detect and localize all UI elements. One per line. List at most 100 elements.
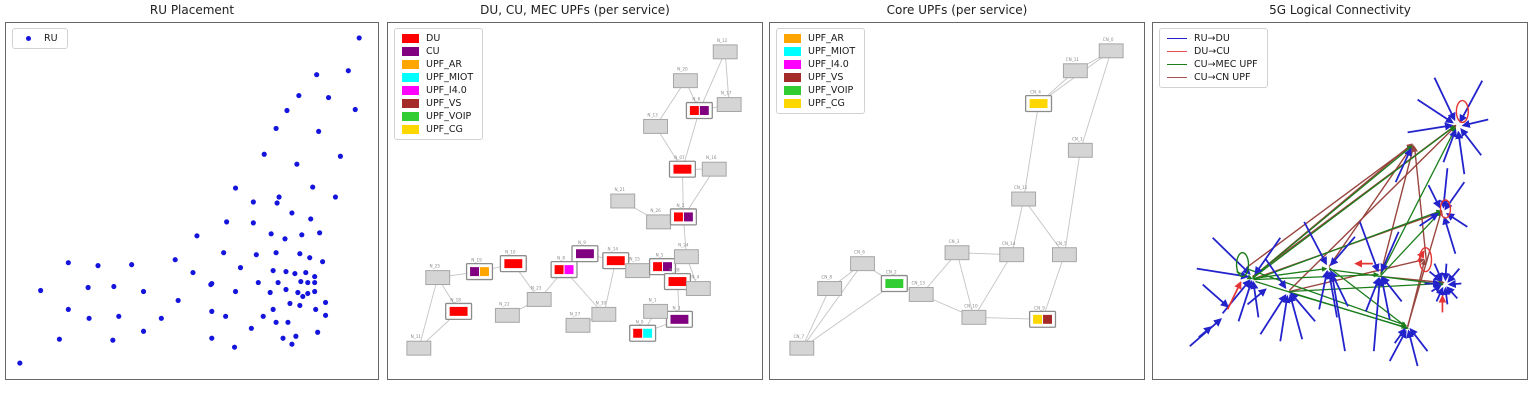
ru-point [289,341,295,347]
ru-point [221,250,227,256]
ru-point [337,153,343,159]
legend-label: UPF_AR [426,59,462,70]
network-node [643,303,669,319]
legend-label: UPF_AR [808,33,844,44]
node-label: N_26 [650,208,661,213]
ru-du-link [1381,276,1403,302]
ru-point [305,290,311,297]
network-node [565,317,591,333]
node-label: N_19 [471,258,482,263]
ru-du-link [1380,231,1400,273]
node-label: N_0 [636,319,644,324]
legend-label: UPF_VS [808,72,844,83]
ru-legend: RU [12,28,68,49]
ru-point [289,210,295,216]
legend-label: UPF_CG [808,98,845,109]
node-label: N_20 [677,67,688,72]
ru-du-link [1461,118,1489,128]
service-fill [480,267,489,277]
ru-du-link [1303,221,1327,266]
ru-point [315,329,321,335]
ru-point [276,194,282,200]
node-label: N_30 [596,300,607,305]
ru-du-link [1447,268,1461,283]
mec-upf-panel-title: DU, CU, MEC UPFs (per service) [480,3,670,17]
service-fill [673,164,692,174]
line-swatch [1167,38,1187,39]
ru-point [284,107,290,114]
node-label: N_27 [570,311,581,316]
ru-du-link [1406,329,1419,367]
ru-du-link [1459,80,1484,124]
cu-mec-upf-link [1380,127,1456,275]
node-label: CN_4 [1030,90,1041,95]
ru-point [158,315,164,321]
network-node [610,193,636,209]
service-fill [885,279,904,289]
legend-item: CU→CN UPF [1167,71,1258,84]
node-label: N_10 [505,250,516,255]
node-label: N_8 [557,256,565,261]
ru-du-link [1409,327,1429,352]
legend-item: UPF_VS [784,71,855,84]
loop-ellipse [1455,99,1470,124]
ru-point [190,270,196,276]
network-node [406,340,432,356]
legend-item: RU [20,32,58,45]
node-label: N_21 [615,187,626,192]
ru-du-link [1198,326,1213,338]
ru-point [253,252,259,258]
ru-point [294,161,300,167]
ru-point [65,260,71,266]
legend-item: UPF_CG [402,123,473,136]
service-fill [668,277,687,287]
graph-edge [801,263,863,349]
graph-edge [1010,198,1025,256]
graph-edge [1079,50,1112,152]
ru-du-link [1202,283,1229,308]
ru-point [316,128,322,134]
network-node [526,291,552,307]
graph-edge [801,283,895,349]
ru-point [140,328,147,334]
ru-point [275,279,281,286]
ru-point [312,279,318,286]
legend-item: UPF_MIOT [784,45,855,58]
ru-du-link [1417,98,1454,124]
legend-item: CU→MEC UPF [1167,58,1258,71]
ru-point [273,250,279,256]
ru-du-link [1442,286,1451,305]
node-label: N_17 [721,91,732,96]
graph-edge [602,260,617,316]
ru-point [129,262,135,268]
legend-label: CU→CN UPF [1194,72,1251,83]
service-fill [683,212,693,222]
ru-point [322,312,329,318]
legend-label: DU→CU [1194,46,1230,57]
ru-point [268,231,274,237]
cu-mec-upf-link [1255,280,1409,330]
logical-graph-canvas [1189,77,1489,367]
ru-point [295,289,301,296]
ru-du-link [1433,263,1443,282]
network-node [1098,43,1124,59]
ru-point [303,270,309,276]
network-node [908,287,934,302]
graph-edge [973,254,1013,319]
node-label: CN_14 [1002,241,1016,246]
ru-point [250,199,256,205]
network-node [494,307,520,323]
dot-swatch [20,36,37,41]
legend-label: RU→DU [1194,33,1230,44]
network-node [944,245,970,261]
ru-point [110,337,116,343]
graph-edge [801,288,831,349]
service-fill [689,106,699,115]
cu-cn-upf-link [1328,144,1414,268]
node-label: N_22 [499,301,510,306]
node-label: N_12 [717,38,728,43]
legend-item: UPF_MIOT [402,71,473,84]
network-node [716,97,742,112]
